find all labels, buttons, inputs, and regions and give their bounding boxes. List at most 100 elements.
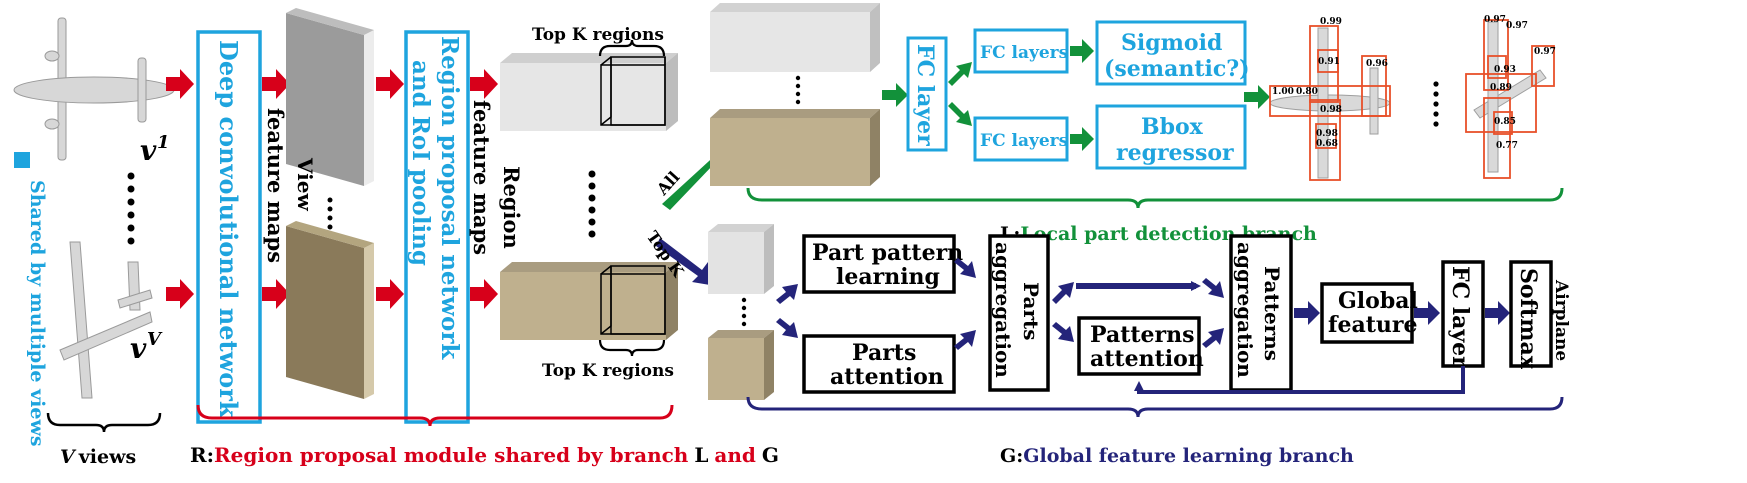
svg-text:0.68: 0.68: [1316, 139, 1338, 149]
bbox-line1: Bbox: [1141, 114, 1204, 140]
svg-text:0.91: 0.91: [1318, 57, 1340, 67]
topk-top-brace: [598, 39, 666, 57]
r-caption: R:Region proposal module shared by branc…: [190, 443, 779, 467]
cnn-label: Deep convolutional network: [214, 40, 243, 419]
part-pattern-line2: learning: [836, 264, 940, 290]
svg-text:0.93: 0.93: [1494, 65, 1516, 75]
patterns-aggregation-line1: Patterns: [1260, 266, 1284, 361]
green-arrow-up: [948, 62, 972, 86]
topk-cube-top: [600, 56, 666, 126]
sigmoid-box: [1095, 20, 1247, 86]
shared-legend-square: [14, 152, 30, 168]
topk-top-label: Top K regions: [532, 25, 664, 45]
navy-arrow-agg2-bottom: [1202, 328, 1224, 348]
svg-text:0.85: 0.85: [1494, 117, 1516, 127]
parts-aggregation-line2: aggregation: [991, 242, 1015, 378]
patterns-aggregation-line2: aggregation: [1233, 242, 1257, 378]
svg-text:0.77: 0.77: [1496, 141, 1518, 151]
rpn-label-line1: Region proposal network: [436, 36, 463, 360]
navy-arrow-global: [1294, 301, 1320, 325]
feature-map-slab-grey: [286, 8, 374, 186]
local-ellipsis: [795, 75, 801, 105]
detection-ellipsis: [1433, 81, 1439, 127]
fc-layers-box-1: [973, 28, 1069, 74]
fc-layers-label-2: FC layers: [980, 131, 1068, 151]
patterns-attention-box: [1077, 316, 1201, 376]
region-label: Region: [499, 166, 524, 249]
patterns-attention-line2: attention: [1090, 346, 1204, 372]
region-box-grey: [500, 53, 678, 131]
global-ellipsis: [741, 297, 747, 327]
svg-text:0.80: 0.80: [1296, 87, 1318, 97]
svg-text:0.96: 0.96: [1366, 59, 1388, 69]
patterns-attention-line1: Patterns: [1090, 322, 1195, 348]
detection-image-2: 0.97 0.97 0.93 0.97 0.89 0.85 0.77: [1465, 15, 1556, 179]
red-arrows-rpn: [376, 69, 404, 309]
parts-aggregation-line1: Parts: [1019, 282, 1043, 341]
view-V-superscript: V: [147, 329, 163, 350]
navy-arrow-softmax: [1485, 301, 1510, 325]
region-feature-maps-label: feature maps: [469, 100, 494, 255]
green-arrow-down: [948, 102, 972, 126]
views-brace: [46, 412, 162, 433]
rpn-label-line2: and RoI pooling: [407, 60, 434, 266]
rpn-box: [404, 30, 470, 424]
red-arrows-region: [470, 69, 498, 309]
r-brace: [196, 404, 674, 427]
local-fc-layer-box: [906, 36, 948, 152]
softmax-label: Softmax: [1515, 268, 1541, 370]
output-label: Airplane: [1551, 279, 1571, 361]
bbox-box: [1095, 104, 1247, 170]
red-arrows-feature: [262, 69, 290, 309]
green-arrow-sigmoid: [1070, 39, 1094, 63]
navy-arrow-attention: [776, 318, 798, 338]
parts-attention-line2: attention: [830, 364, 944, 390]
topk-bottom-label: Top K regions: [542, 361, 674, 381]
svg-text:0.99: 0.99: [1320, 17, 1342, 27]
view-1-superscript: 1: [157, 132, 170, 153]
global-feature-box: [1320, 282, 1414, 344]
green-arrow-output: [1244, 85, 1270, 109]
view-V-symbol: v: [130, 332, 147, 365]
feature-maps-label: feature maps: [263, 108, 288, 263]
navy-arrow-split-up: [1052, 282, 1074, 304]
svg-text:0.97: 0.97: [1484, 15, 1506, 25]
navy-arrow-fc: [1414, 301, 1440, 325]
green-arrow-fc: [882, 83, 908, 107]
local-block-tan: [710, 109, 880, 186]
navy-arrow-agg1-bottom: [954, 330, 976, 350]
global-feature-line1: Global: [1338, 288, 1418, 314]
navy-arrow-agg2-top: [1202, 278, 1224, 298]
view-label: View: [293, 157, 317, 211]
cnn-box: [196, 30, 262, 424]
svg-text:0.89: 0.89: [1490, 83, 1512, 93]
fc-layers-label-1: FC layers: [980, 43, 1068, 63]
part-pattern-box: [802, 234, 956, 294]
patterns-aggregation-box: [1229, 234, 1293, 392]
feature-map-slab-tan: [286, 221, 374, 399]
sigmoid-line2: (semantic?): [1104, 56, 1250, 82]
local-fc-layer-label: FC layer: [912, 44, 938, 146]
feature-ellipsis: [327, 197, 333, 230]
topk-cube-bottom: [600, 265, 666, 335]
red-arrows-cnn: [166, 69, 194, 309]
views-ellipsis: [127, 172, 135, 245]
navy-arrow-pattern: [776, 284, 798, 304]
global-block-tan: [708, 330, 774, 400]
g-brace: [746, 396, 1564, 418]
sigmoid-line1: Sigmoid: [1121, 30, 1222, 56]
g-caption: G:Global feature learning branch: [1000, 445, 1354, 467]
softmax-box: [1509, 260, 1553, 368]
svg-text:0.97: 0.97: [1506, 21, 1528, 31]
fc-layers-box-2: [973, 116, 1069, 162]
navy-arrow-split-down: [1052, 322, 1074, 342]
svg-text:0.98: 0.98: [1316, 129, 1338, 139]
green-arrow-bbox: [1070, 127, 1094, 151]
region-ellipsis: [588, 170, 596, 238]
topk-arrow: [656, 238, 716, 286]
detection-image-1: 0.99 0.91 0.96 1.00 0.80 0.98 0.98 0.68: [1269, 17, 1391, 181]
global-block-grey: [708, 224, 774, 294]
bbox-line2: regressor: [1116, 140, 1234, 166]
